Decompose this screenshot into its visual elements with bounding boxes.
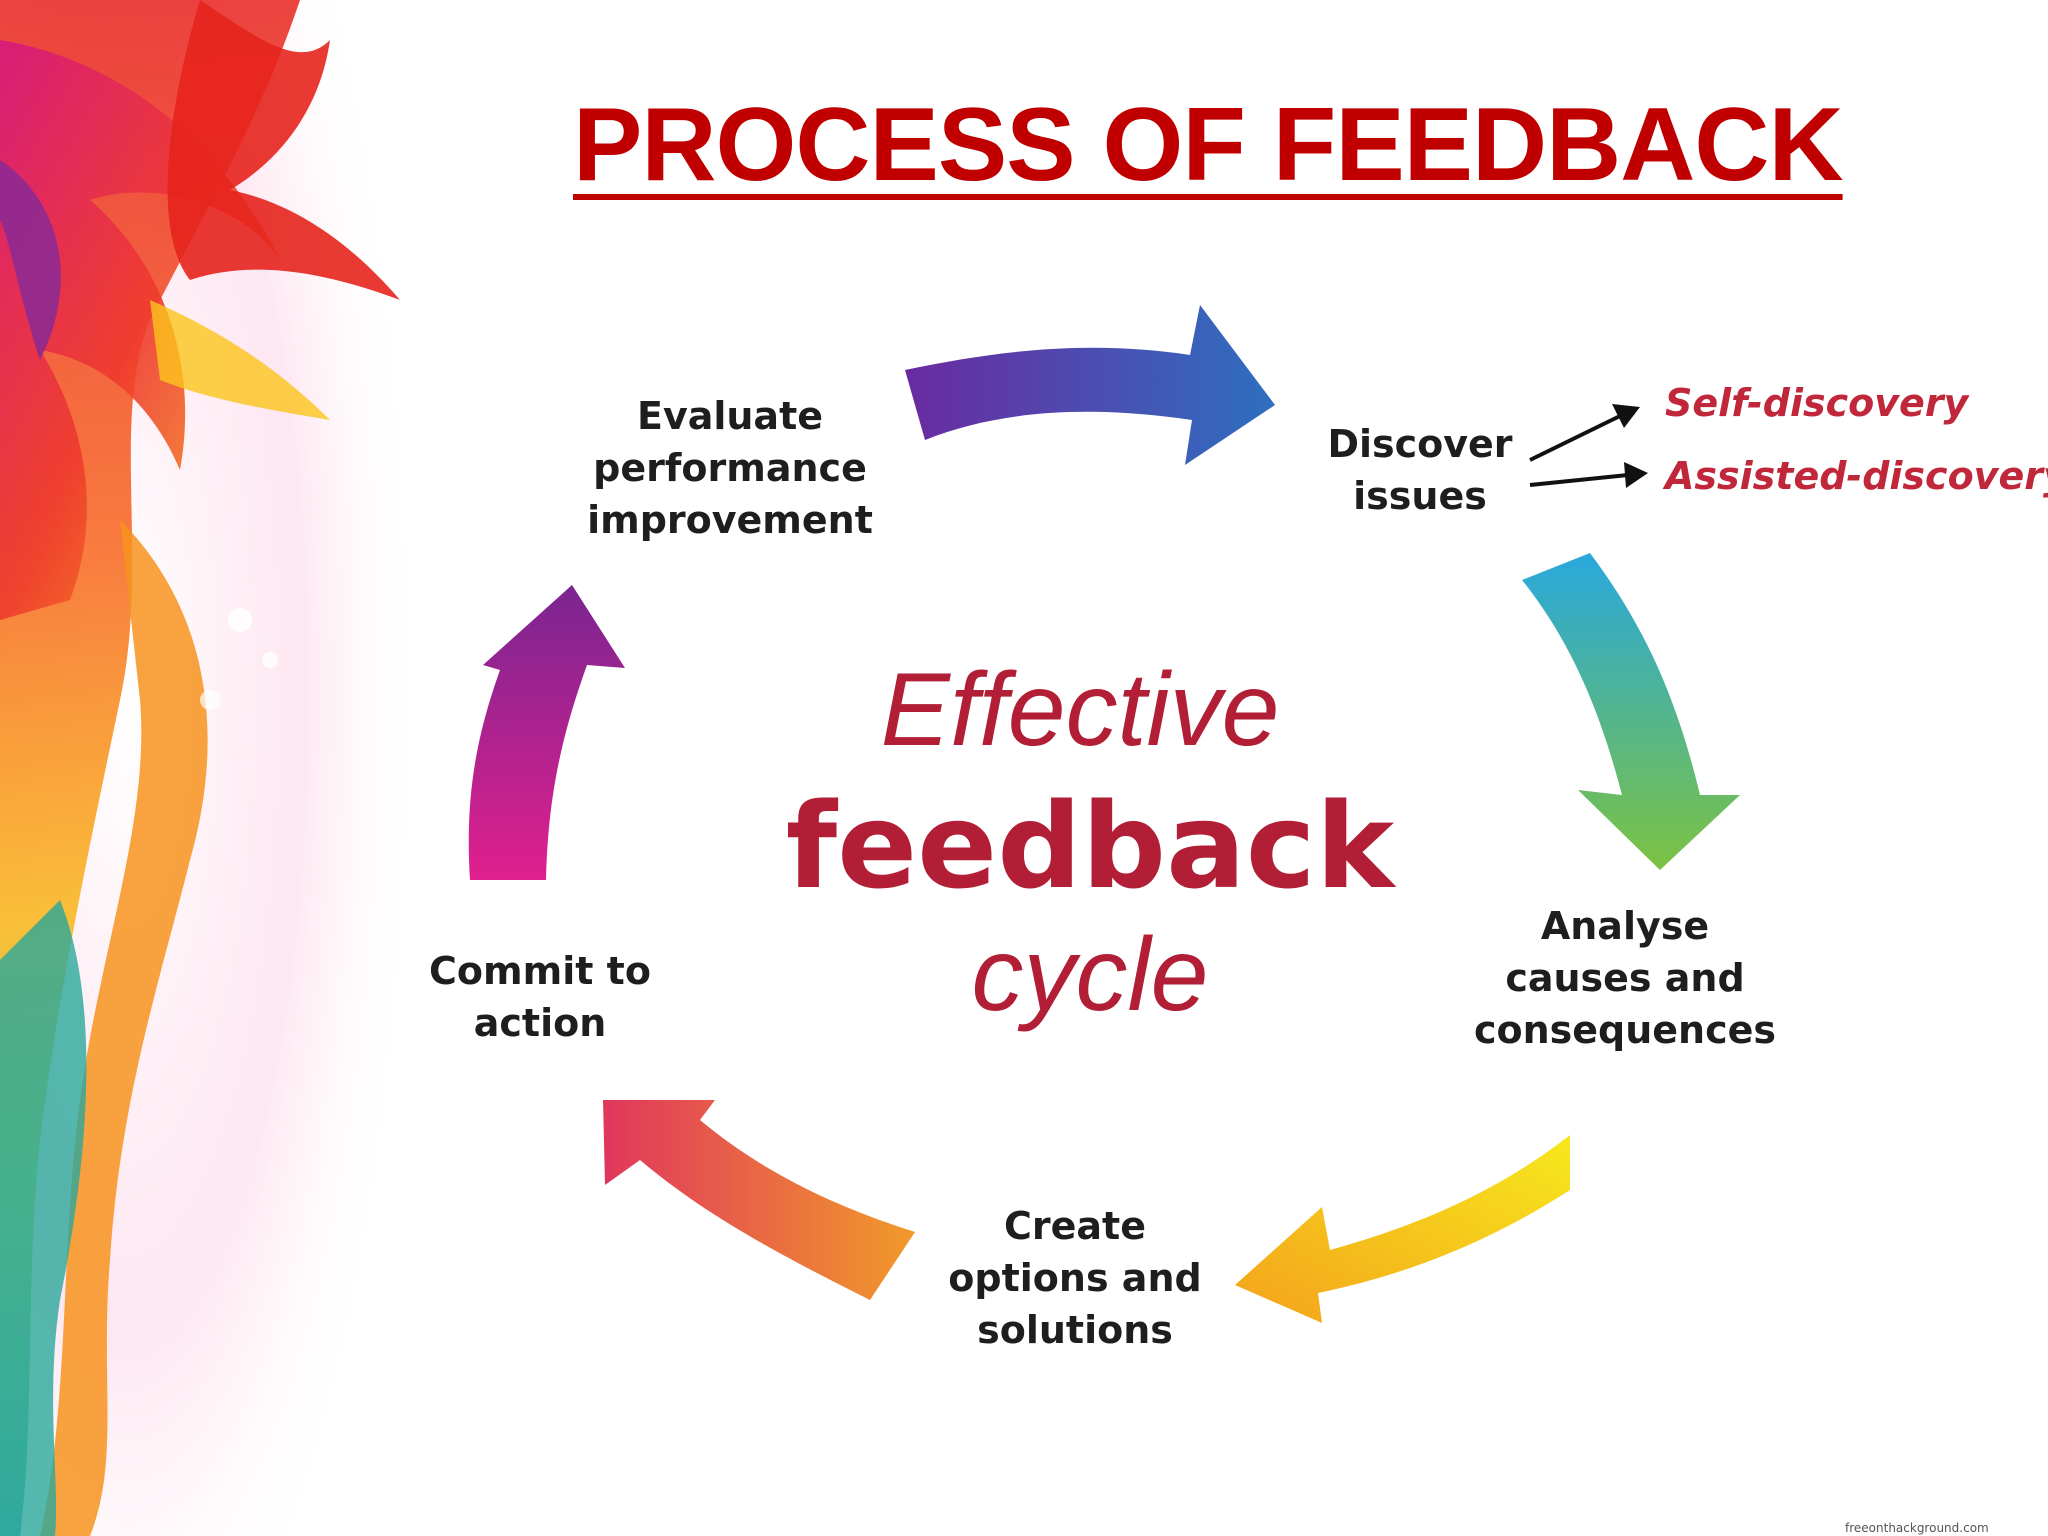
- step-line: action: [473, 1001, 607, 1045]
- step-line: options and: [948, 1256, 1202, 1300]
- step-line: Discover: [1327, 422, 1513, 466]
- step-line: improvement: [587, 498, 873, 542]
- assisted-discovery-label: Assisted-discovery: [1665, 454, 2048, 498]
- step-discover: Discover issues: [1300, 418, 1540, 522]
- arrow-discover-to-analyse: [1522, 553, 1740, 870]
- step-line: solutions: [977, 1308, 1173, 1352]
- decorative-swirl: [0, 0, 420, 1536]
- step-line: Evaluate: [636, 394, 824, 438]
- step-create: Create options and solutions: [915, 1200, 1235, 1356]
- arrow-evaluate-to-discover: [905, 305, 1275, 465]
- step-line: Create: [1004, 1204, 1146, 1248]
- step-line: performance: [593, 446, 867, 490]
- step-line: causes and: [1505, 956, 1745, 1000]
- step-line: consequences: [1473, 1008, 1777, 1052]
- step-analyse: Analyse causes and consequences: [1445, 900, 1805, 1056]
- arrow-analyse-to-create: [1235, 1135, 1570, 1323]
- self-discovery-label: Self-discovery: [1665, 381, 1969, 425]
- step-evaluate: Evaluate performance improvement: [560, 390, 900, 546]
- step-line: Analyse: [1540, 904, 1710, 948]
- arrow-create-to-commit: [603, 1100, 915, 1300]
- cycle-center-line-3: cycle: [971, 917, 1209, 1033]
- arrow-commit-to-evaluate: [468, 585, 625, 880]
- step-line: Commit to: [429, 949, 651, 993]
- step-line: issues: [1353, 474, 1487, 518]
- discovery-branch-arrows: [1529, 404, 1648, 488]
- cycle-center-line-2: feedback: [785, 777, 1395, 915]
- step-commit: Commit to action: [400, 945, 680, 1049]
- page-title: PROCESS OF FEEDBACK: [573, 87, 1844, 203]
- watermark: freeonthackground.com: [1845, 1521, 1989, 1535]
- cycle-center-line-1: Effective: [880, 652, 1280, 768]
